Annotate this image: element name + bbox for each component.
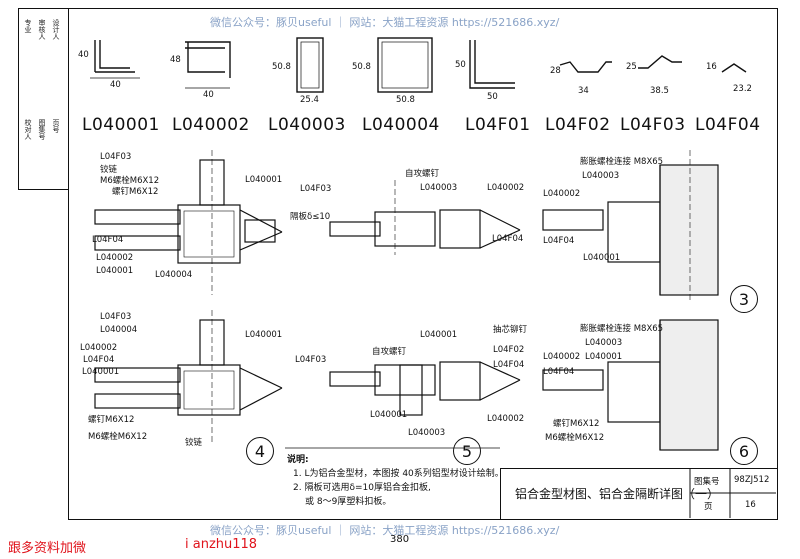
callout: 膨胀螺栓连接 M8X65 bbox=[580, 157, 664, 167]
callout: 铰链 bbox=[185, 438, 203, 448]
callout: L040003 bbox=[582, 171, 620, 181]
dimension: 50 bbox=[455, 60, 466, 70]
callout: L040002 bbox=[543, 352, 581, 362]
callout: M6螺栓M6X12 bbox=[88, 432, 148, 442]
callout: L040001 bbox=[420, 330, 458, 340]
callout: L040002 bbox=[96, 253, 134, 263]
dimension: 25.4 bbox=[300, 95, 319, 105]
detail-number: 5 bbox=[453, 437, 481, 465]
callout: L04F04 bbox=[543, 367, 575, 377]
callout: L040002 bbox=[487, 183, 525, 193]
dimension: 50 bbox=[487, 92, 498, 102]
callout: L04F04 bbox=[492, 234, 524, 244]
callout: L04F03 bbox=[300, 184, 332, 194]
page-number-box: 16 bbox=[745, 500, 756, 510]
notes-line: 2. 隔板可选用δ=10厚铝合金扣板, bbox=[293, 483, 431, 493]
dimension: 34 bbox=[578, 86, 589, 96]
callout: L04F03 bbox=[295, 355, 327, 365]
profile-code: L04F04 bbox=[695, 115, 761, 135]
callout: L040001 bbox=[245, 175, 283, 185]
callout: L04F02 bbox=[493, 345, 525, 355]
callout: 自攻螺钉 bbox=[405, 169, 440, 179]
atlas-number: 98ZJ512 bbox=[734, 475, 770, 485]
callout: L040003 bbox=[408, 428, 446, 438]
footer-left-text: 跟多资料加微 bbox=[8, 541, 87, 556]
drawing-title: 铝合金型材图、铝合金隔断详图（一） bbox=[515, 487, 720, 501]
title-block bbox=[500, 468, 777, 519]
detail-number: 3 bbox=[730, 285, 758, 313]
profile-code: L04F01 bbox=[465, 115, 531, 135]
callout: L040002 bbox=[487, 414, 525, 424]
dimension: 25 bbox=[626, 62, 637, 72]
detail-number: 4 bbox=[246, 437, 274, 465]
dimension: 50.8 bbox=[396, 95, 415, 105]
dimension: 40 bbox=[110, 80, 121, 90]
notes-line: 1. L为铝合金型材，本图按 40系列铝型材设计绘制。 bbox=[293, 469, 504, 479]
strip-row: 审核人 bbox=[38, 19, 46, 40]
callout: L040001 bbox=[82, 367, 120, 377]
notes-heading: 说明: bbox=[287, 455, 309, 465]
profile-code: L040002 bbox=[172, 115, 250, 135]
profile-code: L04F02 bbox=[545, 115, 611, 135]
callout: M6螺栓M6X12 bbox=[100, 176, 160, 186]
dimension: 40 bbox=[78, 50, 89, 60]
callout: 膨胀螺栓连接 M8X65 bbox=[580, 324, 664, 334]
page-number: 380 bbox=[390, 534, 410, 545]
callout: L040001 bbox=[583, 253, 621, 263]
callout: L04F04 bbox=[83, 355, 115, 365]
callout: L040001 bbox=[96, 266, 134, 276]
atlas-label: 图集号 bbox=[694, 477, 720, 487]
dimension: 23.2 bbox=[733, 84, 752, 94]
callout: L040001 bbox=[585, 352, 623, 362]
dimension: 16 bbox=[706, 62, 717, 72]
page-label: 页 bbox=[704, 502, 713, 512]
detail-number: 6 bbox=[730, 437, 758, 465]
profile-code: L040004 bbox=[362, 115, 440, 135]
strip-row: 设计人 bbox=[52, 19, 60, 40]
profile-code: L040003 bbox=[268, 115, 346, 135]
strip-row: 页号 bbox=[52, 119, 60, 133]
dimension: 50.8 bbox=[272, 62, 291, 72]
callout: L040003 bbox=[585, 338, 623, 348]
strip-row: 图集号 bbox=[38, 119, 46, 140]
callout: L04F04 bbox=[92, 235, 124, 245]
callout: L040003 bbox=[420, 183, 458, 193]
callout: L040004 bbox=[100, 325, 138, 335]
notes-line: 或 8～9厚塑料扣板。 bbox=[305, 497, 392, 507]
drawing-frame bbox=[68, 8, 778, 520]
strip-row: 校对人 bbox=[24, 119, 32, 140]
watermark-top: 微信公众号：豚贝useful ｜ 网站：大猫工程资源 https://52168… bbox=[210, 16, 560, 29]
callout: L040002 bbox=[80, 343, 118, 353]
footer-right-text: i anzhu118 bbox=[185, 537, 258, 552]
callout: L04F03 bbox=[100, 152, 132, 162]
profile-code: L04F03 bbox=[620, 115, 686, 135]
dimension: 48 bbox=[170, 55, 181, 65]
callout: 螺钉M6X12 bbox=[112, 187, 159, 197]
dimension: 40 bbox=[203, 90, 214, 100]
dimension: 50.8 bbox=[352, 62, 371, 72]
callout: 自攻螺钉 bbox=[372, 347, 407, 357]
callout: M6螺栓M6X12 bbox=[545, 433, 605, 443]
callout: 螺钉M6X12 bbox=[553, 419, 600, 429]
callout: L040004 bbox=[155, 270, 193, 280]
callout: 铰链 bbox=[100, 165, 118, 175]
watermark-bottom: 微信公众号：豚贝useful ｜ 网站：大猫工程资源 https://52168… bbox=[210, 524, 560, 537]
callout: 螺钉M6X12 bbox=[88, 415, 135, 425]
dimension: 28 bbox=[550, 66, 561, 76]
callout: L04F03 bbox=[100, 312, 132, 322]
left-approval-strip: 专业 审核人 设计人 校对人 图集号 页号 bbox=[18, 8, 69, 190]
callout: L04F04 bbox=[543, 236, 575, 246]
callout: 隔板δ≤10 bbox=[290, 212, 331, 222]
callout: L040001 bbox=[245, 330, 283, 340]
strip-row: 专业 bbox=[24, 19, 32, 33]
callout: L040001 bbox=[370, 410, 408, 420]
callout: 抽芯铆钉 bbox=[493, 325, 528, 335]
dimension: 38.5 bbox=[650, 86, 669, 96]
callout: L040002 bbox=[543, 189, 581, 199]
profile-code: L040001 bbox=[82, 115, 160, 135]
callout: L04F04 bbox=[493, 360, 525, 370]
